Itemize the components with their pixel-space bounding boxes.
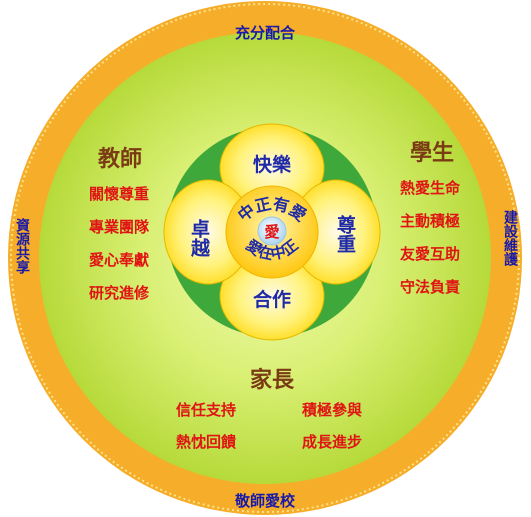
teachers-item-2: 專業團隊 [89, 218, 150, 236]
outer-right-label: 建設維護 [502, 209, 518, 267]
students-item-2: 主動積極 [400, 212, 460, 230]
teachers-item-3: 愛心奉獻 [89, 251, 149, 269]
students-item-4: 守法負責 [400, 278, 460, 296]
teachers-title: 教師 [98, 146, 142, 172]
outer-ring-dots [10, 3, 520, 513]
outer-left-label: 資源共享 [14, 217, 30, 275]
students-title: 學生 [410, 140, 454, 166]
parents-item-1: 信任支持 [176, 401, 236, 419]
parents-title: 家長 [250, 367, 295, 393]
parents-item-4: 成長進步 [302, 433, 362, 451]
teachers-item-4: 研究進修 [89, 284, 150, 302]
petal-top-label: 快樂 [253, 153, 292, 176]
parents-item-3: 積極參與 [301, 401, 362, 419]
flower-petals [163, 123, 381, 341]
outer-top-label: 充分配合 [235, 24, 296, 42]
petal-right-label: 尊重 [334, 214, 356, 253]
petal-left-label: 卓越 [188, 218, 211, 258]
heart-label: 愛 [264, 223, 279, 241]
students-item-3: 友愛互助 [400, 245, 460, 263]
parents-item-2: 熱忱回饋 [176, 433, 236, 451]
outer-bottom-label: 敬師愛校 [234, 492, 296, 510]
students-item-1: 熱愛生命 [400, 179, 461, 197]
heart-badge [257, 216, 287, 246]
petal-bottom-label: 合作 [253, 288, 291, 311]
teachers-item-1: 關懷尊重 [89, 185, 149, 203]
